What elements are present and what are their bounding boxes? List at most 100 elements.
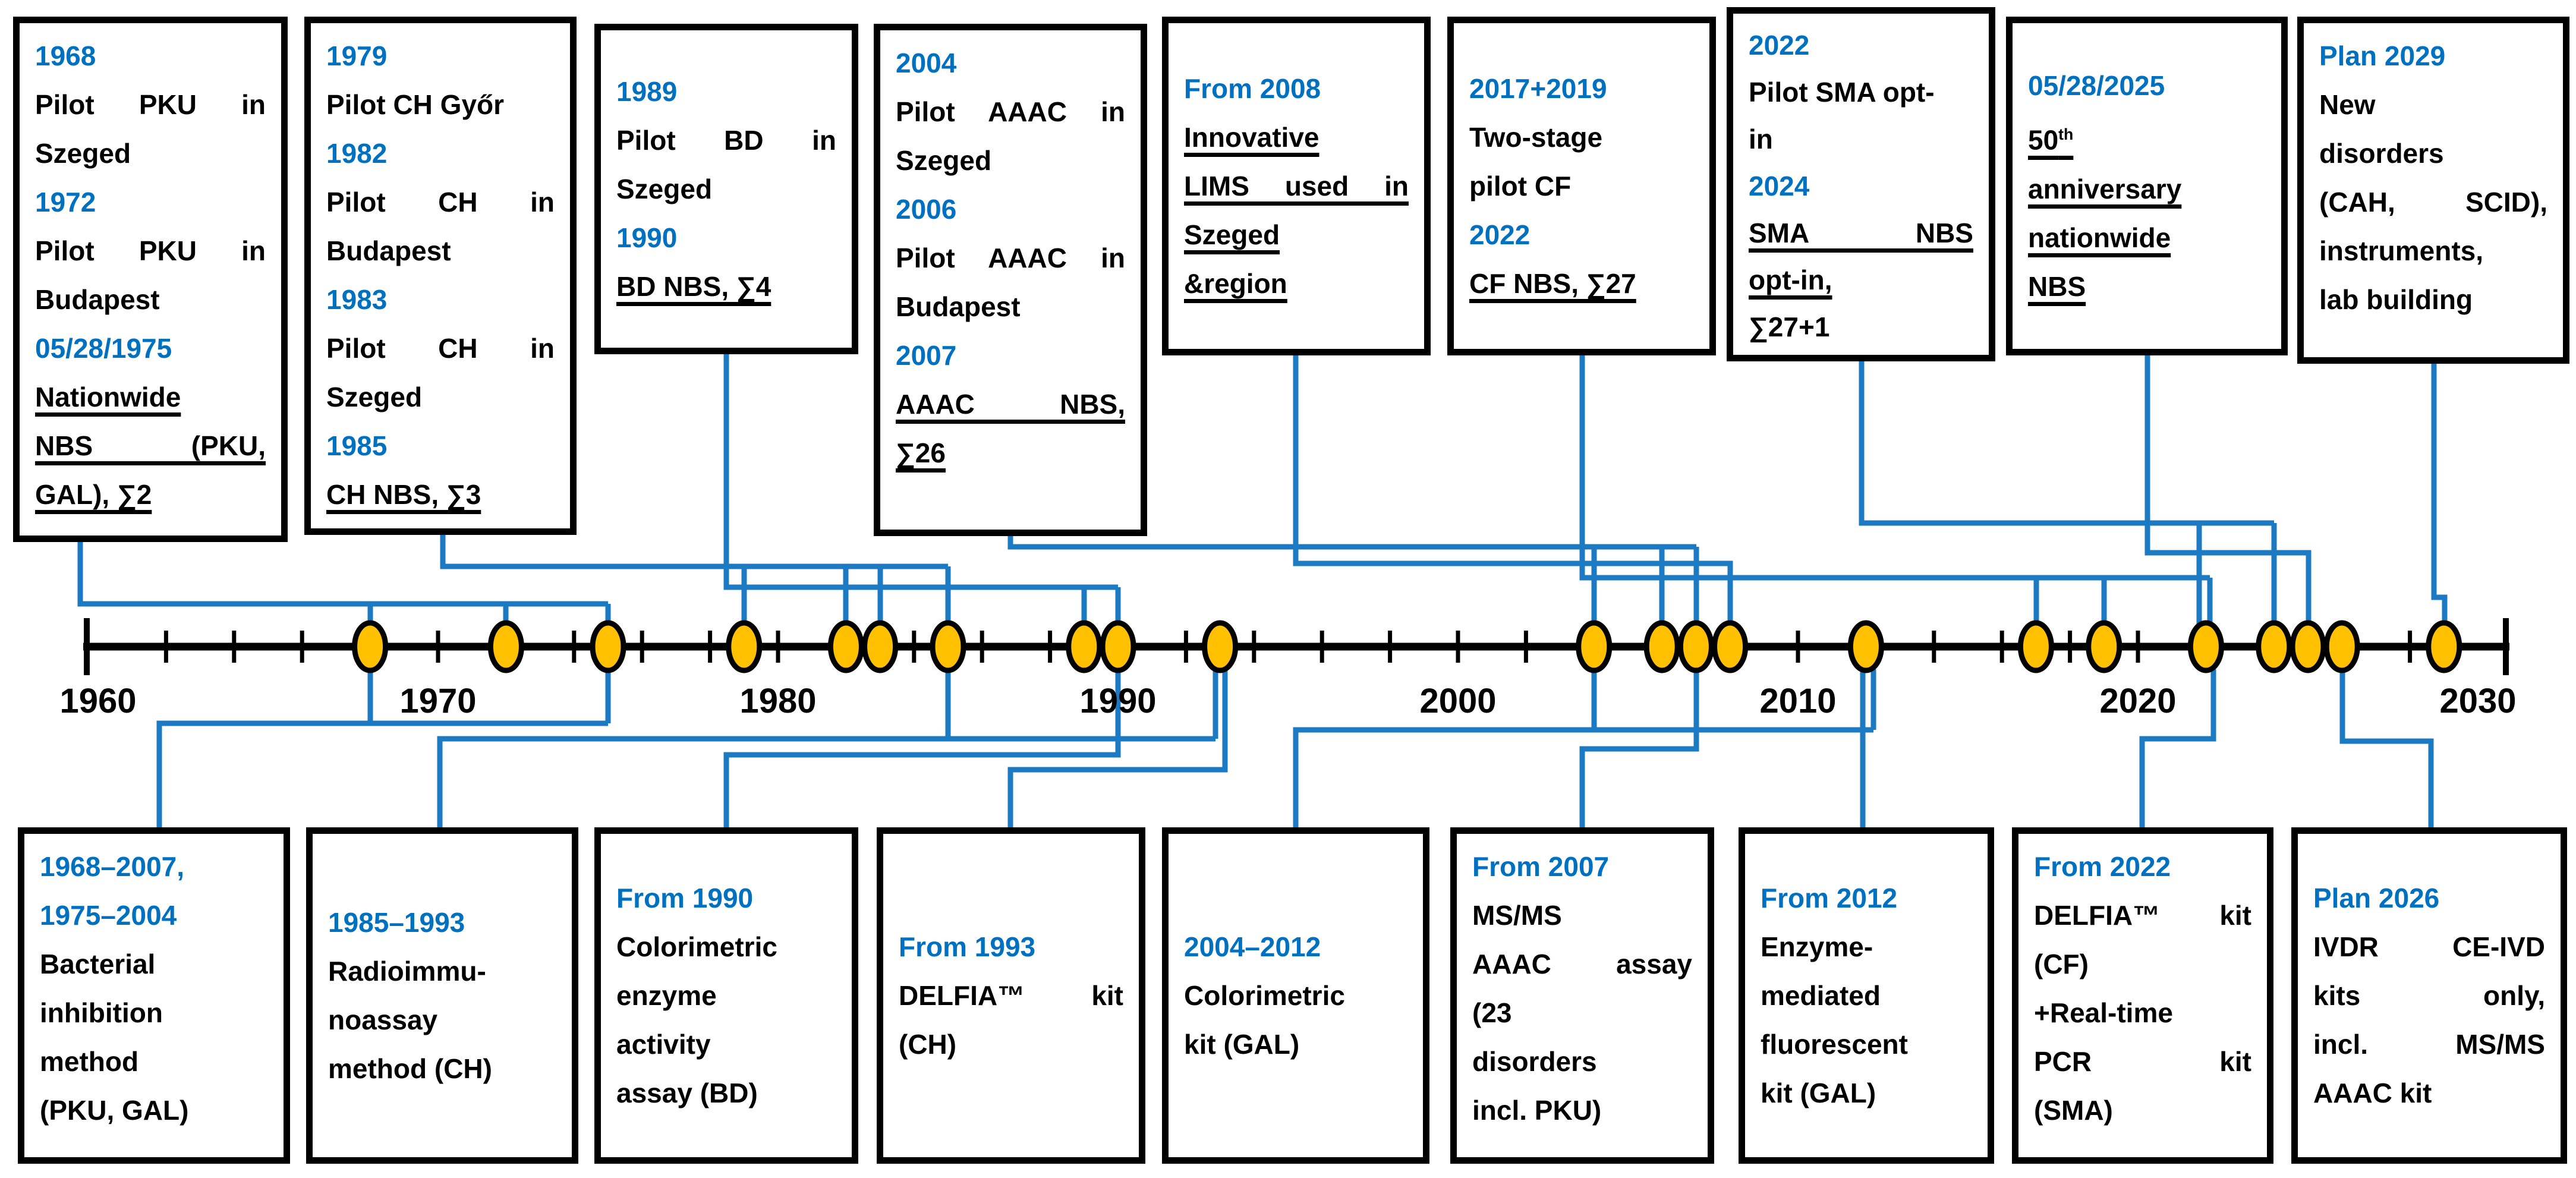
timeline-marker-2008 (1712, 620, 1749, 673)
event-line: 1975–2004 (40, 900, 177, 931)
event-line: 1982 (326, 138, 388, 169)
event-line: 2004–2012 (1184, 931, 1321, 962)
connector-top-50th (2144, 355, 2312, 624)
event-line: 1968–2007, (40, 851, 185, 882)
event-line: (23 (1472, 997, 1512, 1028)
connector-bottom-bacterial (156, 669, 611, 827)
event-line: Pilot PKU in (35, 89, 266, 120)
event-line: (CF) (2034, 949, 2089, 979)
event-line: CF NBS, ∑27 (1469, 268, 1636, 299)
event-line: Enzyme- (1761, 931, 1873, 962)
connector-bottom-colorimetric-bd (723, 669, 1121, 827)
event-line: activity (616, 1029, 711, 1060)
timeline-marker-1983 (862, 620, 899, 673)
event-line: (PKU, GAL) (40, 1095, 189, 1126)
event-line: Szeged (896, 145, 992, 176)
event-line: IVDR CE-IVD (2313, 931, 2545, 962)
event-line: 1985–1993 (328, 907, 465, 938)
timeline-marker-1989 (1066, 620, 1103, 673)
axis-year-label-2000: 2000 (1419, 682, 1497, 720)
timeline-marker-2006 (1643, 620, 1680, 673)
event-line: PCR kit (2034, 1046, 2251, 1077)
event-line: Pilot AAAC in (896, 242, 1125, 273)
timeline-marker-1972 (487, 620, 524, 673)
event-line: Plan 2029 (2319, 40, 2446, 71)
event-line: Bacterial (40, 949, 156, 979)
event-line: Budapest (326, 235, 451, 266)
event-line: From 2007 (1472, 851, 1610, 882)
event-line: kits only, (2313, 980, 2545, 1011)
event-line: New (2319, 89, 2376, 120)
event-line: Colorimetric (616, 931, 777, 962)
timeline-marker-1975 (590, 620, 626, 673)
event-line: (CAH, SCID), (2319, 187, 2547, 218)
event-line: From 2008 (1184, 73, 1321, 104)
connector-top-cf (1579, 355, 2213, 624)
timeline-marker-2022 (2187, 620, 2224, 673)
axis-year-label-1980: 1980 (739, 682, 817, 720)
event-line: Budapest (896, 291, 1021, 322)
event-line: NBS (2028, 270, 2086, 302)
event-line: incl. PKU) (1472, 1095, 1602, 1126)
event-line: Radioimmu- (328, 956, 486, 987)
timeline-marker-1993 (1202, 620, 1239, 673)
event-line: 1990 (616, 222, 678, 253)
event-line: From 2012 (1761, 883, 1898, 914)
event-line: disorders (2319, 138, 2444, 169)
event-line: LIMS used in (1184, 171, 1409, 201)
event-line: From 1990 (616, 883, 754, 914)
event-line: 1985 (326, 430, 388, 461)
event-line: 1983 (326, 284, 388, 315)
event-line: 1979 (326, 40, 388, 71)
event-line: 2022 (1469, 219, 1531, 250)
event-line: Szeged (1184, 219, 1280, 250)
connector-bottom-msms (1579, 669, 1699, 827)
event-line: kit (GAL) (1184, 1029, 1300, 1060)
event-line: (CH) (899, 1029, 957, 1060)
event-line: (SMA) (2034, 1095, 2113, 1126)
event-line: in (1749, 124, 1773, 155)
axis-year-label-2030: 2030 (2439, 682, 2517, 720)
event-line: Nationwide (35, 382, 181, 412)
event-line: Szeged (326, 382, 423, 412)
timeline-marker-2007 (1677, 620, 1714, 673)
connector-bottom-plan2026 (2339, 669, 2434, 827)
timeline-marker-1990 (1100, 620, 1136, 673)
timeline-marker-1968 (352, 620, 389, 673)
event-line: Pilot CH in (326, 187, 555, 218)
timeline-marker-2026 (2323, 620, 2360, 673)
event-line: 1989 (616, 76, 678, 107)
event-line: 2007 (896, 340, 957, 371)
connector-bottom-radioimmunoassay (437, 669, 1218, 827)
event-line: method (40, 1046, 139, 1077)
event-line: Two-stage (1469, 122, 1603, 153)
timeline-marker-1985 (930, 620, 966, 673)
event-line: BD NBS, ∑4 (616, 271, 771, 302)
connector-top-lims (1293, 355, 1733, 624)
event-line: method (CH) (328, 1053, 492, 1084)
event-line: Plan 2026 (2313, 883, 2440, 914)
event-line: CH NBS, ∑3 (326, 479, 481, 510)
event-line: Pilot CH in (326, 333, 555, 364)
event-line: 2024 (1749, 171, 1810, 201)
event-line: 2006 (896, 194, 957, 225)
event-line: lab building (2319, 284, 2473, 315)
event-line: AAAC assay (1472, 949, 1692, 979)
connector-top-bd (723, 354, 1121, 624)
event-line: Szeged (616, 174, 713, 204)
timeline-marker-2025 (2290, 620, 2326, 673)
event-line: &region (1184, 268, 1287, 299)
timeline-marker-1979 (726, 620, 763, 673)
